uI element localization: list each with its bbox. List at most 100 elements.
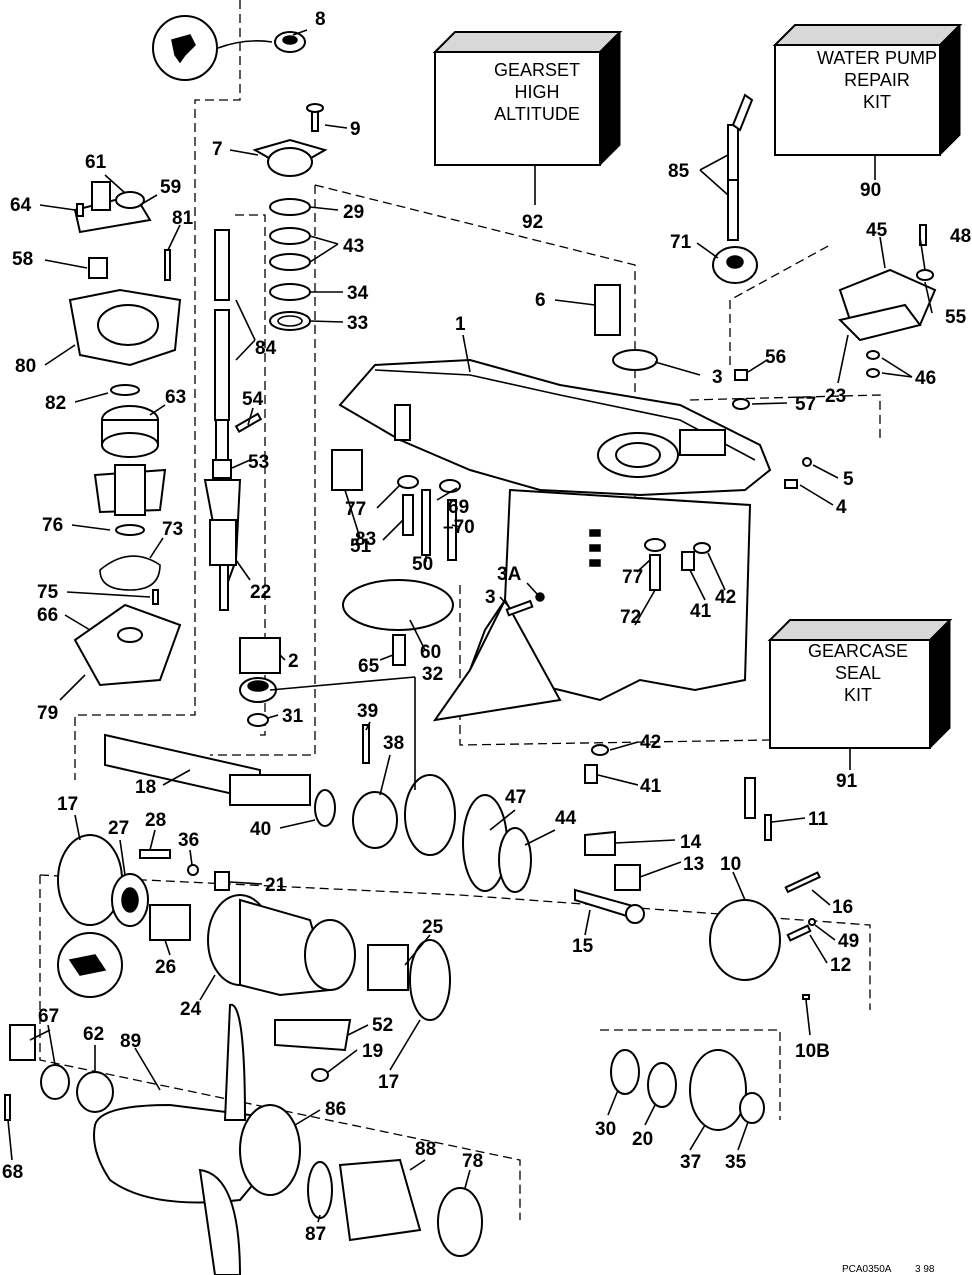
callout-84: 84 [255, 338, 277, 359]
gearset-label-1: GEARSET [494, 60, 580, 80]
callout-26: 26 [155, 957, 176, 978]
callout-10B: 10B [795, 1041, 830, 1062]
callout-11: 11 [808, 809, 829, 830]
callout-52: 52 [372, 1015, 393, 1036]
callout-81: 81 [172, 208, 194, 229]
gearcase-seal-label-3: KIT [844, 685, 872, 705]
callout-45: 45 [866, 220, 888, 241]
callout-24: 24 [180, 999, 202, 1020]
callout-76: 76 [42, 515, 63, 536]
callout-49: 49 [838, 931, 859, 952]
callout-48: 48 [950, 226, 971, 247]
callout-27: 27 [108, 818, 129, 839]
callout-78: 78 [462, 1151, 483, 1172]
callout-72: 72 [620, 607, 641, 628]
callout-8: 8 [315, 9, 326, 30]
callout-labels: 8 9 7 29 43 34 33 84 54 53 22 2 31 32 61… [2, 9, 971, 1245]
callout-29: 29 [343, 202, 364, 223]
callout-3-lower: 3 [485, 587, 496, 608]
callout-59: 59 [160, 177, 181, 198]
callout-43: 43 [343, 236, 364, 257]
callout-17: 17 [57, 794, 78, 815]
callout-30: 30 [595, 1119, 616, 1140]
callout-60: 60 [420, 642, 441, 663]
gearset-high-altitude-box: GEARSET HIGH ALTITUDE [432, 30, 623, 167]
callout-7: 7 [212, 139, 223, 160]
callout-54: 54 [242, 389, 264, 410]
callout-1: 1 [455, 314, 466, 335]
callout-47: 47 [505, 787, 526, 808]
gearcase-seal-kit-box: GEARCASE SEAL KIT [767, 618, 953, 750]
footer-date: 3 98 [915, 1264, 935, 1275]
callout-13: 13 [683, 854, 704, 875]
callout-91: 91 [836, 771, 858, 792]
gearcase-housing [338, 358, 772, 722]
callout-39: 39 [357, 701, 378, 722]
callout-71: 71 [670, 232, 692, 253]
callout-12: 12 [830, 955, 851, 976]
water-pump-label-1: WATER PUMP [817, 48, 937, 68]
callout-68: 68 [2, 1162, 23, 1183]
callout-67: 67 [38, 1006, 59, 1027]
callout-40: 40 [250, 819, 271, 840]
callout-42-upper: 42 [715, 587, 736, 608]
callout-2: 2 [288, 651, 299, 672]
callout-77-left: 77 [345, 499, 366, 520]
callout-83: 83 [355, 529, 376, 550]
callout-53: 53 [248, 452, 269, 473]
callout-22: 22 [250, 582, 271, 603]
callout-5: 5 [843, 469, 854, 490]
callout-55: 55 [945, 307, 967, 328]
callout-62: 62 [83, 1024, 104, 1045]
callout-33: 33 [347, 313, 368, 334]
water-tube-and-housing [331, 93, 937, 784]
callout-87: 87 [305, 1224, 326, 1245]
callout-69: 69 [448, 497, 469, 518]
callout-18: 18 [135, 777, 156, 798]
propeller-assembly [4, 1003, 483, 1275]
callout-41-lower: 41 [640, 776, 662, 797]
callout-19: 19 [362, 1041, 383, 1062]
callout-92: 92 [522, 212, 543, 233]
callout-79: 79 [37, 703, 58, 724]
callout-61: 61 [85, 152, 107, 173]
callout-17-lower: 17 [378, 1072, 399, 1093]
bearing-carrier-group [57, 777, 821, 1131]
footer-code: PCA0350A [842, 1264, 892, 1275]
callout-20: 20 [632, 1129, 653, 1150]
callout-63: 63 [165, 387, 186, 408]
callout-4: 4 [836, 497, 847, 518]
callout-15: 15 [572, 936, 594, 957]
callout-16: 16 [832, 897, 853, 918]
callout-42-lower: 42 [640, 732, 661, 753]
callout-38: 38 [383, 733, 404, 754]
callout-10: 10 [720, 854, 741, 875]
callout-41-upper: 41 [690, 601, 712, 622]
callout-80: 80 [15, 356, 36, 377]
callout-50: 50 [412, 554, 433, 575]
callout-35: 35 [725, 1152, 747, 1173]
callout-77-right: 77 [622, 567, 643, 588]
gearcase-seal-label-1: GEARCASE [808, 641, 908, 661]
callout-89: 89 [120, 1031, 141, 1052]
callout-3A: 3A [497, 564, 522, 585]
callout-58: 58 [12, 249, 33, 270]
callout-14: 14 [680, 832, 702, 853]
callout-86: 86 [325, 1099, 346, 1120]
water-pump-assembly [68, 15, 328, 687]
callout-65: 65 [358, 656, 380, 677]
callout-66: 66 [37, 605, 58, 626]
callout-28: 28 [145, 810, 166, 831]
callout-64: 64 [10, 195, 32, 216]
callout-75: 75 [37, 582, 59, 603]
driveshaft-assembly [203, 229, 281, 727]
callout-85: 85 [668, 161, 690, 182]
leader-lines [7, 29, 933, 1223]
gearset-label-3: ALTITUDE [494, 104, 580, 124]
callout-82: 82 [45, 393, 66, 414]
callout-37: 37 [680, 1152, 701, 1173]
callout-57: 57 [795, 394, 816, 415]
water-pump-label-3: KIT [863, 92, 891, 112]
water-pump-label-2: REPAIR [844, 70, 910, 90]
callout-90: 90 [860, 180, 881, 201]
